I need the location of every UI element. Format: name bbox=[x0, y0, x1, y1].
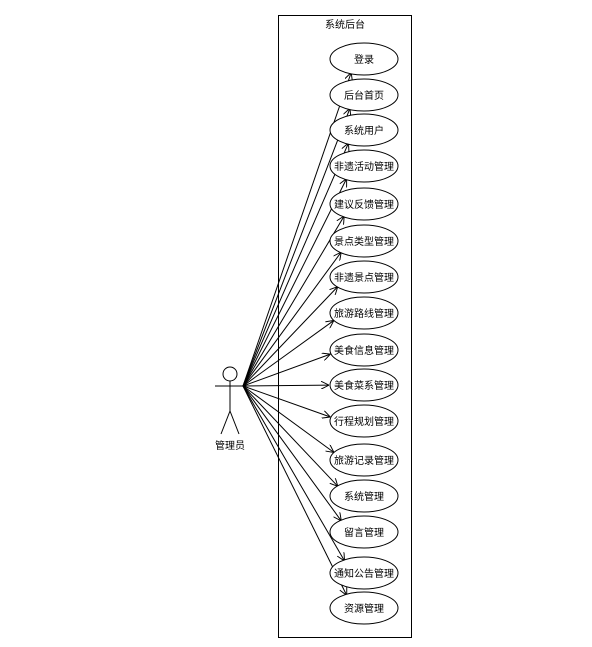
use-case: 美食菜系管理 bbox=[329, 368, 399, 402]
use-case-ellipse bbox=[329, 443, 399, 477]
association-line bbox=[242, 252, 341, 387]
use-case: 建议反馈管理 bbox=[329, 187, 399, 221]
actor-right-leg bbox=[229, 410, 240, 435]
use-case-label: 非遗活动管理 bbox=[334, 160, 394, 173]
use-case: 行程规划管理 bbox=[329, 404, 399, 438]
association-lines bbox=[242, 73, 351, 596]
association-line bbox=[242, 385, 345, 561]
use-case-ellipse bbox=[329, 149, 399, 183]
use-case-ellipse bbox=[329, 224, 399, 258]
association-line bbox=[242, 385, 341, 521]
use-case: 系统管理 bbox=[329, 479, 399, 513]
association-line bbox=[242, 216, 344, 387]
use-case-label: 美食菜系管理 bbox=[334, 379, 394, 392]
actor-head bbox=[222, 366, 238, 382]
actor-label: 管理员 bbox=[215, 439, 245, 452]
use-case-ellipse bbox=[329, 368, 399, 402]
use-case-ellipse bbox=[329, 404, 399, 438]
association-line bbox=[242, 143, 348, 387]
use-case-label: 后台首页 bbox=[344, 89, 384, 102]
association-line bbox=[242, 287, 338, 387]
use-case: 旅游路线管理 bbox=[329, 296, 399, 330]
use-case: 旅游记录管理 bbox=[329, 443, 399, 477]
use-case-ellipse bbox=[329, 187, 399, 221]
use-case-ellipse bbox=[329, 113, 399, 147]
association-line bbox=[242, 73, 351, 387]
use-case: 后台首页 bbox=[329, 78, 399, 112]
use-case-ellipse bbox=[329, 78, 399, 112]
use-case-label: 留言管理 bbox=[344, 526, 384, 539]
association-line bbox=[242, 385, 347, 595]
use-case-label: 通知公告管理 bbox=[334, 567, 394, 580]
use-case: 留言管理 bbox=[329, 515, 399, 549]
association-line bbox=[242, 108, 350, 387]
actor-left-leg bbox=[220, 410, 231, 435]
actor-figure bbox=[215, 366, 245, 435]
use-case-group: 登录后台首页系统用户非遗活动管理建议反馈管理景点类型管理非遗景点管理旅游路线管理… bbox=[329, 42, 399, 625]
use-case: 景点类型管理 bbox=[329, 224, 399, 258]
use-case-label: 建议反馈管理 bbox=[334, 198, 394, 211]
use-case: 美食信息管理 bbox=[329, 333, 399, 367]
use-case-label: 登录 bbox=[354, 53, 374, 66]
use-case-label: 非遗景点管理 bbox=[334, 271, 394, 284]
use-case-label: 系统用户 bbox=[344, 124, 384, 137]
system-title: 系统后台 bbox=[325, 18, 365, 31]
use-case: 非遗景点管理 bbox=[329, 260, 399, 294]
association-line bbox=[242, 385, 338, 486]
association-line bbox=[242, 385, 329, 386]
association-line bbox=[242, 385, 334, 452]
use-case-label: 景点类型管理 bbox=[334, 235, 394, 248]
use-case-ellipse bbox=[329, 591, 399, 625]
use-case-ellipse bbox=[329, 42, 399, 76]
use-case: 登录 bbox=[329, 42, 399, 76]
use-case-label: 美食信息管理 bbox=[334, 344, 394, 357]
use-case-ellipse bbox=[329, 260, 399, 294]
use-case-ellipse bbox=[329, 515, 399, 549]
association-line bbox=[242, 320, 334, 387]
use-case-label: 资源管理 bbox=[344, 602, 384, 615]
use-case-label: 行程规划管理 bbox=[334, 415, 394, 428]
use-case: 资源管理 bbox=[329, 591, 399, 625]
use-case: 系统用户 bbox=[329, 113, 399, 147]
use-case-label: 系统管理 bbox=[344, 490, 384, 503]
association-line bbox=[242, 179, 347, 387]
use-case-label: 旅游记录管理 bbox=[334, 454, 394, 467]
use-case-ellipse bbox=[329, 556, 399, 590]
association-line bbox=[242, 385, 330, 417]
use-case-label: 旅游路线管理 bbox=[334, 307, 394, 320]
use-case-ellipse bbox=[329, 333, 399, 367]
use-case-ellipse bbox=[329, 296, 399, 330]
association-line bbox=[242, 354, 330, 387]
use-case: 通知公告管理 bbox=[329, 556, 399, 590]
use-case: 非遗活动管理 bbox=[329, 149, 399, 183]
use-case-ellipse bbox=[329, 479, 399, 513]
